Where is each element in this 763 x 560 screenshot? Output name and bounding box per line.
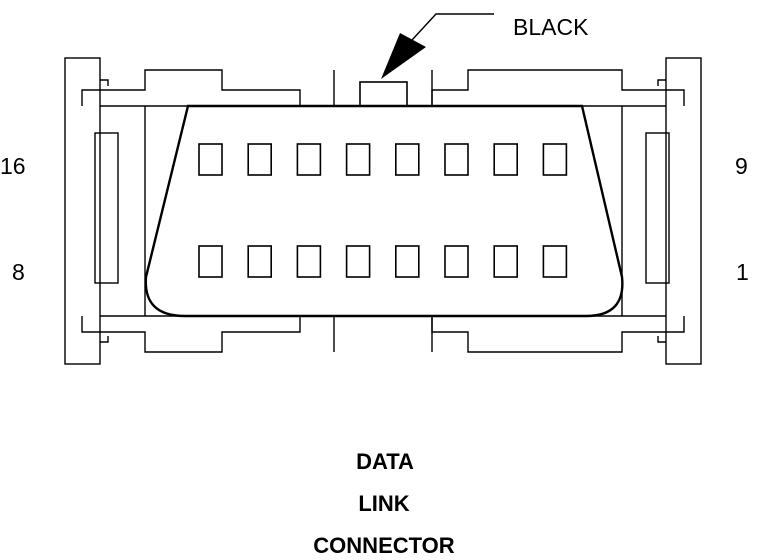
callout-arrowhead	[381, 33, 426, 79]
caption-line-3: CONNECTOR	[313, 533, 454, 558]
pin-cavity	[296, 245, 322, 278]
pin-cavity	[247, 143, 272, 176]
pin-cavity	[493, 143, 519, 176]
pin-cavity	[542, 245, 568, 278]
pin-cavity	[493, 245, 519, 278]
pin-label-bottom-right: 1	[736, 259, 749, 285]
pin-label-top-left: 16	[0, 153, 26, 179]
key-tab	[359, 81, 408, 107]
pin-cavity	[345, 143, 371, 176]
pin-cavity	[296, 143, 322, 176]
pin-cavity	[394, 245, 420, 278]
pin-cavity	[198, 245, 223, 278]
pin-cavity	[542, 143, 568, 176]
black-callout-leader	[381, 13, 494, 79]
pin-grid	[198, 143, 568, 278]
pin-cavity	[247, 245, 272, 278]
callout-label: BLACK	[513, 14, 589, 40]
left-mounting-bracket	[64, 57, 301, 365]
pin-label-top-right: 9	[735, 153, 748, 179]
pin-label-bottom-left: 8	[12, 259, 25, 285]
caption-line-2: LINK	[358, 491, 409, 516]
pin-cavity	[444, 143, 469, 176]
caption-line-1: DATA	[356, 449, 414, 474]
pin-cavity	[198, 143, 223, 176]
pin-cavity	[345, 245, 371, 278]
pin-cavity	[394, 143, 420, 176]
connector-body	[144, 104, 624, 318]
pin-cavity	[444, 245, 469, 278]
